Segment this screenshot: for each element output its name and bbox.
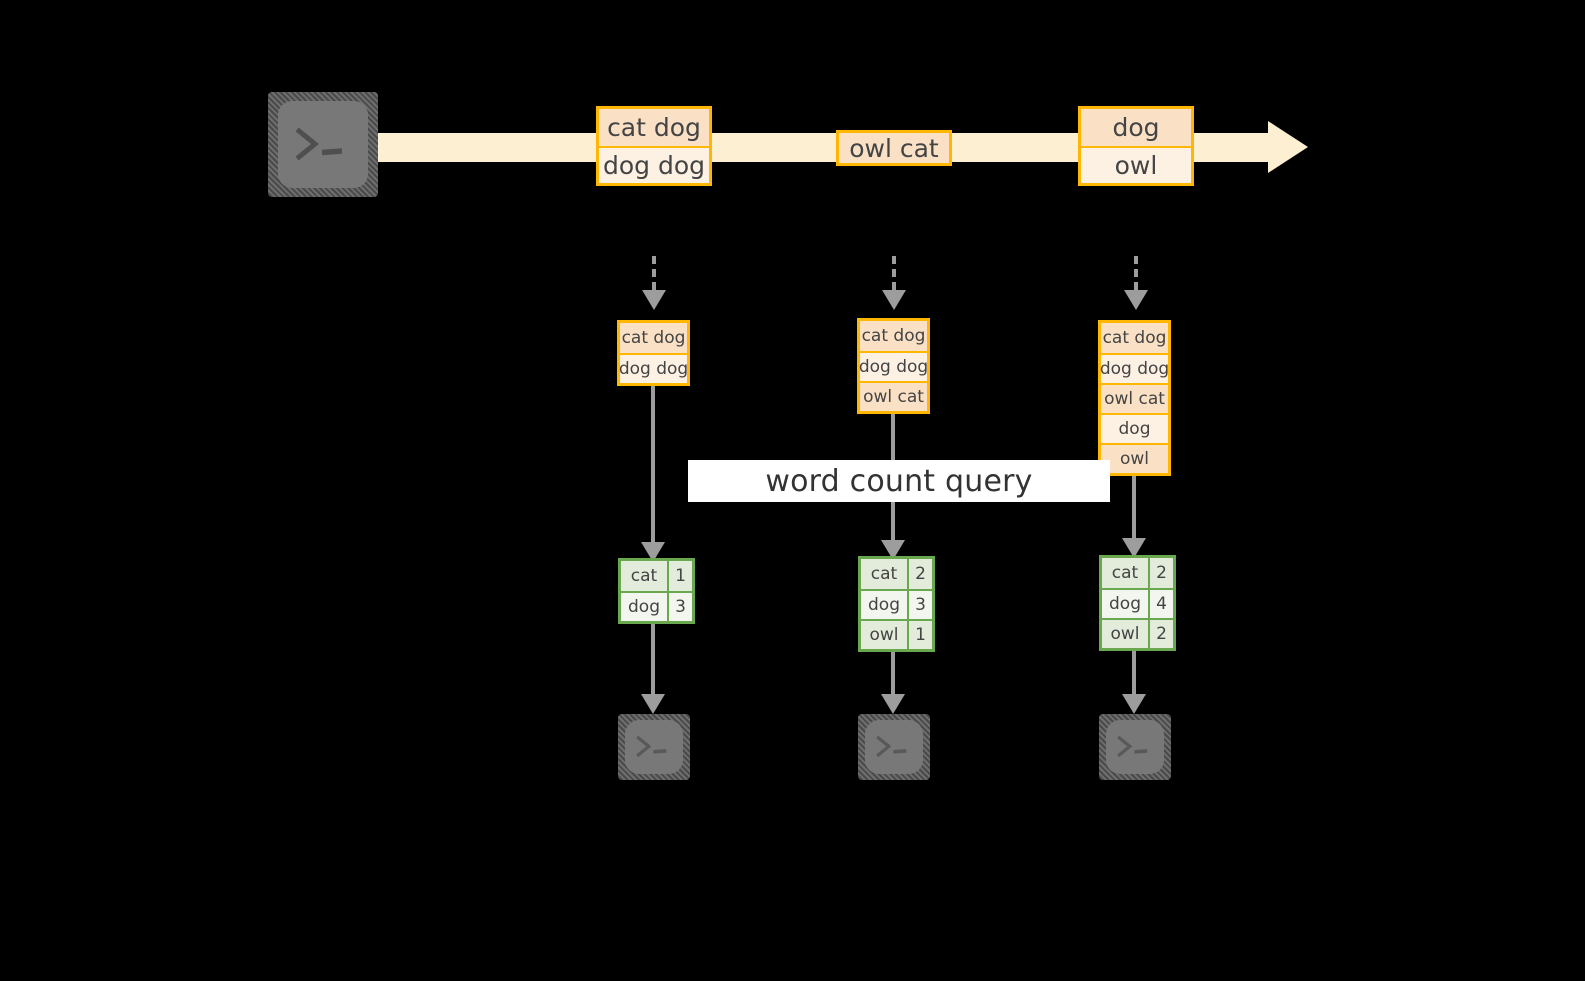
snapshot-row: dog [1101,413,1168,443]
query-label-band: word count query [688,460,1110,502]
result-word: cat [621,561,667,591]
snapshot-capture-arrow-3 [1134,256,1138,290]
snapshot-row: cat dog [1101,323,1168,353]
result-count: 2 [1148,620,1173,648]
sink-arrowhead-2 [881,694,905,714]
query-label: word count query [765,463,1033,499]
snapshot-capture-arrow-2 [892,256,896,290]
sink-arrowhead-3 [1122,694,1146,714]
result-row: dog 3 [621,591,692,621]
snapshot-row: cat dog [860,321,927,351]
result-word: owl [1102,620,1148,648]
stream-event-3[interactable]: dog owl [1078,106,1194,186]
snapshot-row: owl cat [860,381,927,411]
snapshot-table-1[interactable]: cat dog dog dog [617,320,690,386]
sink-arrowhead-1 [641,694,665,714]
result-row: cat 1 [621,561,692,591]
terminal-prompt-icon [295,126,343,161]
snapshot-row: owl cat [1101,383,1168,413]
snapshot-row: dog dog [859,351,928,381]
terminal-prompt-icon [636,735,667,758]
snapshot-row: owl [1101,443,1168,473]
stream-event-line: dog dog [599,146,709,183]
snapshot-row: dog dog [1100,353,1169,383]
snapshot-capture-arrowhead-1 [642,290,666,310]
event-stream-arrowhead [1268,121,1308,173]
snapshot-table-2[interactable]: cat dog dog dog owl cat [857,318,930,414]
stream-event-line: cat dog [599,109,709,146]
snapshot-row: cat dog [620,323,687,353]
sink-terminal-icon-2[interactable] [858,714,930,780]
sink-arrow-3 [1132,651,1136,694]
result-count: 3 [907,591,932,619]
source-terminal-icon[interactable] [268,92,378,197]
stream-event-1[interactable]: cat dog dog dog [596,106,712,186]
result-row: dog 4 [1102,588,1173,618]
stream-event-2[interactable]: owl cat [836,130,952,166]
sink-arrow-1 [651,622,655,694]
sink-arrow-2 [891,652,895,694]
snapshot-capture-arrow-1 [652,256,656,290]
terminal-screen [1106,720,1164,774]
result-row: cat 2 [861,559,932,589]
result-count: 2 [1148,558,1173,588]
result-row: cat 2 [1102,558,1173,588]
result-word: owl [861,621,907,649]
result-table-2[interactable]: cat 2 dog 3 owl 1 [858,556,935,652]
snapshot-row: dog dog [619,353,688,383]
snapshot-capture-arrowhead-2 [882,290,906,310]
result-table-1[interactable]: cat 1 dog 3 [618,558,695,624]
terminal-screen [278,101,368,188]
result-count: 4 [1148,590,1173,618]
result-row: dog 3 [861,589,932,619]
result-word: cat [861,559,907,589]
result-count: 1 [907,621,932,649]
query-arrow-1 [651,382,655,554]
result-word: cat [1102,558,1148,588]
result-row: owl 1 [861,619,932,649]
stream-event-line: dog [1081,109,1191,146]
sink-terminal-icon-3[interactable] [1099,714,1171,780]
result-word: dog [1102,590,1148,618]
result-count: 3 [667,593,692,621]
query-arrowhead-2 [881,540,905,560]
terminal-prompt-icon [876,735,907,758]
result-count: 2 [907,559,932,589]
terminal-prompt-icon [1117,735,1148,758]
result-table-3[interactable]: cat 2 dog 4 owl 2 [1099,555,1176,651]
query-arrowhead-3 [1122,538,1146,558]
snapshot-table-3[interactable]: cat dog dog dog owl cat dog owl [1098,320,1171,476]
query-arrow-3 [1132,474,1136,554]
result-word: dog [621,593,667,621]
query-arrowhead-1 [641,542,665,562]
stream-event-line: owl cat [839,133,949,163]
result-count: 1 [667,561,692,591]
stream-event-line: owl [1081,146,1191,183]
sink-terminal-icon-1[interactable] [618,714,690,780]
result-word: dog [861,591,907,619]
snapshot-capture-arrowhead-3 [1124,290,1148,310]
terminal-screen [865,720,923,774]
result-row: owl 2 [1102,618,1173,648]
terminal-screen [625,720,683,774]
